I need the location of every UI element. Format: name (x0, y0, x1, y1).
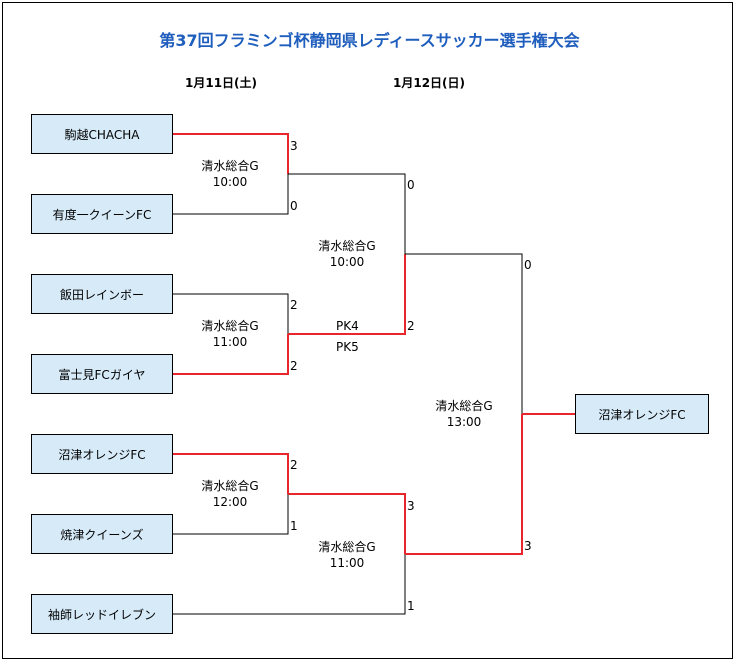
line-sf1-bottom (288, 254, 406, 335)
line-m1-bottom (172, 174, 289, 215)
line-sf1-top (288, 173, 406, 254)
venue-m1: 清水総合G 10:00 (170, 158, 290, 190)
date-day1: 1月11日(土) (185, 76, 258, 90)
score-final-top: 0 (524, 258, 532, 272)
team-yaizu: 焼津クイーンズ (31, 514, 173, 554)
venue-m3: 清水総合G 12:00 (170, 478, 290, 510)
line-final-bottom (405, 414, 523, 555)
venue-final-name: 清水総合G (435, 399, 493, 413)
venue-m3-time: 12:00 (212, 495, 248, 509)
team-komagoe: 駒越CHACHA (31, 114, 173, 154)
date-day2: 1月12日(日) (393, 76, 466, 90)
venue-m1-time: 10:00 (212, 175, 248, 189)
team-winner: 沼津オレンジFC (575, 394, 709, 434)
score-m3-top: 2 (290, 458, 298, 472)
venue-final-time: 13:00 (446, 415, 482, 429)
score-m2-top: 2 (290, 298, 298, 312)
venue-sf2-time: 11:00 (329, 556, 365, 570)
venue-m1-name: 清水総合G (201, 159, 259, 173)
team-udo: 有度一クイーンFC (31, 194, 173, 234)
score-sf1-bottom: 2 (407, 319, 415, 333)
line-sf2-top (288, 493, 406, 554)
venue-sf1: 清水総合G 10:00 (287, 238, 407, 270)
score-sf1-top: 0 (407, 178, 415, 192)
score-m1-top: 3 (290, 139, 298, 153)
line-sf2-bottom (172, 554, 406, 615)
score-sf2-top: 3 (407, 499, 415, 513)
team-fujimi: 富士見FCガイヤ (31, 354, 173, 394)
score-sf2-bottom: 1 (407, 599, 415, 613)
venue-m2-time: 11:00 (212, 335, 248, 349)
score-final-bottom: 3 (524, 539, 532, 553)
venue-sf1-time: 10:00 (329, 255, 365, 269)
venue-m3-name: 清水総合G (201, 479, 259, 493)
line-m3-bottom (172, 494, 289, 535)
line-m3-top (172, 453, 289, 494)
team-iida: 飯田レインボー (31, 274, 173, 314)
score-m1-bottom: 0 (290, 199, 298, 213)
venue-sf2: 清水総合G 11:00 (287, 539, 407, 571)
venue-final: 清水総合G 13:00 (404, 398, 524, 430)
venue-sf1-name: 清水総合G (318, 239, 376, 253)
venue-m2: 清水総合G 11:00 (170, 318, 290, 350)
line-m2-top (172, 293, 289, 334)
line-m2-bottom (172, 334, 289, 375)
pk-sf1-top: PK4 (336, 319, 359, 333)
score-m2-bottom: 2 (290, 359, 298, 373)
team-sodeshi: 袖師レッドイレブン (31, 594, 173, 634)
bracket-frame (2, 2, 733, 659)
venue-sf2-name: 清水総合G (318, 540, 376, 554)
line-m1-top (172, 133, 289, 174)
team-numazu: 沼津オレンジFC (31, 434, 173, 474)
line-final-top (405, 253, 523, 414)
pk-sf1-bottom: PK5 (336, 340, 359, 354)
score-m3-bottom: 1 (290, 519, 298, 533)
page-title: 第37回フラミンゴ杯静岡県レディースサッカー選手権大会 (159, 31, 580, 50)
venue-m2-name: 清水総合G (201, 319, 259, 333)
